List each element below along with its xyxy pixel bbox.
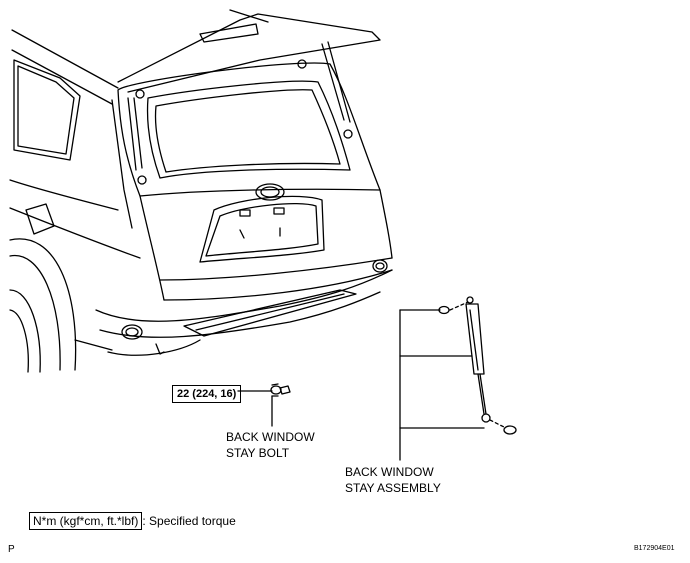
back-glass (146, 80, 351, 179)
license-plate-recess (199, 195, 325, 263)
emblem (255, 183, 285, 201)
rear-tire (9, 289, 41, 373)
fuel-door (25, 203, 55, 235)
hatch-opening (117, 62, 381, 197)
torque-legend: N*m (kgf*cm, ft.*lbf): Specified torque (29, 512, 236, 530)
wheel-arch (9, 238, 77, 371)
stay-assembly-part (399, 296, 517, 461)
rear-bumper (95, 259, 393, 356)
legend-unit-box: N*m (kgf*cm, ft.*lbf) (29, 512, 143, 530)
stay-assembly-label-line2: STAY ASSEMBLY (345, 481, 441, 495)
stay-assembly-label-line1: BACK WINDOW (345, 465, 434, 479)
stay-bolt-label-line2: STAY BOLT (226, 446, 290, 460)
stay-bolt-label-line1: BACK WINDOW (226, 430, 315, 444)
spoiler (117, 13, 381, 93)
side-window (13, 59, 81, 161)
tailgate-lower (139, 183, 393, 301)
back-door (117, 9, 381, 197)
figure-code: B172904E01 (634, 545, 675, 552)
legend-description: : Specified torque (142, 514, 236, 528)
stay-bolt-part (237, 383, 291, 427)
torque-spec-box: 22 (224, 16) (172, 385, 242, 403)
vehicle-body (9, 29, 141, 373)
corner-mark: P (8, 544, 15, 555)
